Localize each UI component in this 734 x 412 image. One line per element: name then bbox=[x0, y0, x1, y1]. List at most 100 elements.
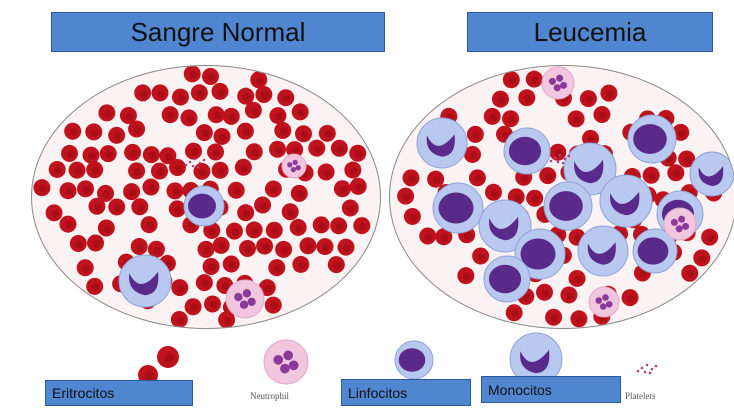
erythrocyte bbox=[134, 84, 151, 101]
monocyte bbox=[600, 175, 652, 227]
erythrocyte bbox=[318, 164, 335, 181]
erythrocyte bbox=[292, 256, 309, 273]
erythrocyte bbox=[506, 304, 523, 321]
erythrocyte bbox=[467, 126, 484, 143]
erythrocyte bbox=[208, 106, 225, 123]
legend-linfocitos: Linfocitos bbox=[341, 379, 471, 406]
erythrocyte bbox=[98, 219, 115, 236]
erythrocyte bbox=[419, 228, 436, 245]
erythrocyte bbox=[250, 71, 267, 88]
erythrocyte bbox=[162, 106, 179, 123]
erythrocyte bbox=[295, 125, 312, 142]
erythrocyte bbox=[128, 162, 145, 179]
erythrocyte bbox=[223, 256, 240, 273]
erythrocyte bbox=[299, 237, 316, 254]
erythrocyte bbox=[492, 91, 509, 108]
erythrocyte bbox=[212, 162, 229, 179]
erythrocyte bbox=[469, 169, 486, 186]
erythrocyte bbox=[61, 145, 78, 162]
erythrocyte bbox=[77, 180, 94, 197]
erythrocyte bbox=[269, 141, 286, 158]
erythrocyte bbox=[143, 146, 160, 163]
erythrocyte bbox=[185, 143, 202, 160]
erythrocyte bbox=[277, 89, 294, 106]
erythrocyte bbox=[152, 84, 169, 101]
erythrocyte bbox=[88, 198, 105, 215]
erythrocyte bbox=[274, 122, 291, 139]
erythrocyte bbox=[108, 127, 125, 144]
erythrocyte bbox=[402, 169, 419, 186]
erythrocyte bbox=[98, 104, 115, 121]
legend-platelets: Platelets bbox=[625, 391, 656, 401]
erythrocyte bbox=[237, 204, 254, 221]
erythrocyte bbox=[207, 144, 224, 161]
erythrocyte bbox=[237, 123, 254, 140]
legend-monocitos: Monocitos bbox=[481, 376, 621, 403]
erythrocyte bbox=[49, 161, 66, 178]
erythrocyte bbox=[518, 89, 535, 106]
erythrocyte bbox=[196, 124, 213, 141]
erythrocyte bbox=[86, 161, 103, 178]
erythrocyte bbox=[70, 235, 87, 252]
erythrocyte bbox=[526, 190, 543, 207]
erythrocyte bbox=[169, 159, 186, 176]
erythrocyte bbox=[82, 147, 99, 164]
erythrocyte bbox=[334, 180, 351, 197]
erythrocyte bbox=[275, 241, 292, 258]
leukemia-blood-smear bbox=[389, 65, 734, 329]
erythrocyte bbox=[600, 85, 617, 102]
erythrocyte bbox=[87, 235, 104, 252]
erythrocyte bbox=[211, 83, 228, 100]
erythrocyte bbox=[100, 145, 117, 162]
erythrocyte bbox=[427, 171, 444, 188]
erythrocyte bbox=[331, 140, 348, 157]
erythrocyte bbox=[622, 289, 639, 306]
lymphocyte bbox=[544, 182, 592, 230]
normal-blood-cells bbox=[32, 66, 380, 328]
erythrocyte bbox=[539, 167, 556, 184]
erythrocyte bbox=[204, 296, 221, 313]
erythrocyte bbox=[69, 162, 86, 179]
erythrocyte bbox=[545, 309, 562, 326]
erythrocyte bbox=[568, 110, 585, 127]
lymphocyte bbox=[184, 186, 224, 226]
neutrophil bbox=[226, 280, 264, 318]
neutrophil bbox=[264, 340, 308, 384]
erythrocyte bbox=[643, 167, 660, 184]
erythrocyte bbox=[131, 238, 148, 255]
erythrocyte bbox=[172, 89, 189, 106]
erythrocyte bbox=[245, 102, 262, 119]
erythrocyte bbox=[308, 140, 325, 157]
monocyte bbox=[690, 152, 734, 196]
erythrocyte bbox=[171, 279, 188, 296]
erythrocyte bbox=[353, 217, 370, 234]
lymphocyte bbox=[433, 183, 483, 233]
erythrocyte bbox=[256, 238, 273, 255]
erythrocyte bbox=[123, 183, 140, 200]
erythrocyte bbox=[180, 109, 197, 126]
erythrocyte bbox=[213, 237, 230, 254]
erythrocyte bbox=[593, 106, 610, 123]
erythrocyte bbox=[213, 128, 230, 145]
lymphocyte bbox=[395, 341, 433, 379]
erythrocyte bbox=[202, 68, 219, 85]
neutrophil bbox=[664, 208, 696, 240]
erythrocyte bbox=[269, 107, 286, 124]
erythrocyte bbox=[313, 216, 330, 233]
erythrocyte bbox=[397, 188, 414, 205]
erythrocyte bbox=[350, 178, 367, 195]
normal-blood-smear bbox=[31, 65, 381, 329]
legend-erythrocyte bbox=[157, 346, 179, 368]
erythrocyte bbox=[580, 90, 597, 107]
erythrocyte bbox=[290, 219, 307, 236]
lymphocyte bbox=[628, 115, 676, 163]
erythrocyte bbox=[560, 286, 577, 303]
lymphocyte bbox=[484, 256, 530, 302]
erythrocyte bbox=[282, 203, 299, 220]
erythrocyte bbox=[128, 121, 145, 138]
erythrocyte bbox=[265, 297, 282, 314]
erythrocyte bbox=[223, 108, 240, 125]
leukemia-blood-cells bbox=[390, 66, 734, 328]
neutrophil bbox=[542, 67, 574, 99]
title-leucemia: Leucemia bbox=[467, 12, 713, 52]
